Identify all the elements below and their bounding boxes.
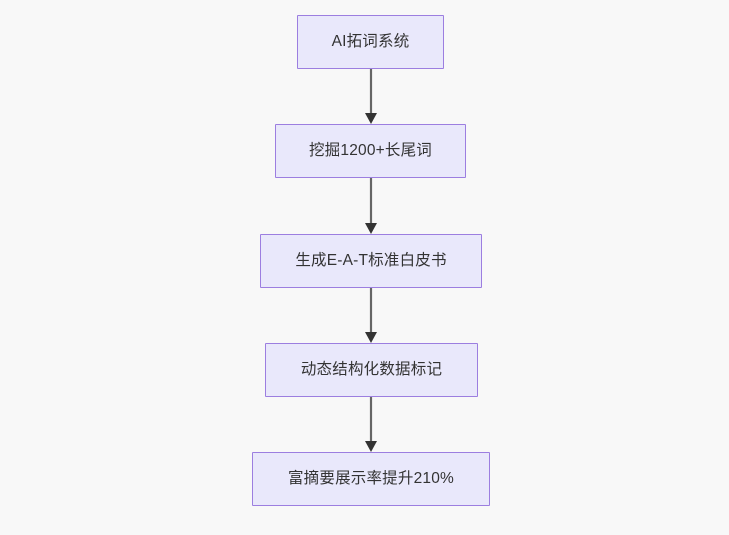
- arrow-down-icon: [365, 397, 377, 452]
- flow-node-label: 富摘要展示率提升210%: [287, 470, 455, 488]
- flow-node-dynamic-structured-data-markup[interactable]: 动态结构化数据标记: [265, 343, 478, 397]
- arrow-down-icon: [365, 288, 377, 343]
- flow-node-label: AI拓词系统: [331, 33, 410, 51]
- edge-node3-to-node4: [360, 288, 382, 343]
- arrow-down-icon: [365, 69, 377, 124]
- flow-node-label: 挖掘1200+长尾词: [308, 142, 433, 160]
- edge-node2-to-node3: [360, 178, 382, 234]
- flow-node-ai-keyword-system[interactable]: AI拓词系统: [297, 15, 444, 69]
- flow-node-rich-snippet-impression-lift[interactable]: 富摘要展示率提升210%: [252, 452, 490, 506]
- edge-node4-to-node5: [360, 397, 382, 452]
- flow-node-label: 动态结构化数据标记: [300, 361, 443, 379]
- flow-node-generate-eat-whitepaper[interactable]: 生成E-A-T标准白皮书: [260, 234, 482, 288]
- flow-node-mine-longtail-keywords[interactable]: 挖掘1200+长尾词: [275, 124, 466, 178]
- arrow-down-icon: [365, 178, 377, 234]
- edge-node1-to-node2: [360, 69, 382, 124]
- flow-node-label: 生成E-A-T标准白皮书: [295, 252, 447, 270]
